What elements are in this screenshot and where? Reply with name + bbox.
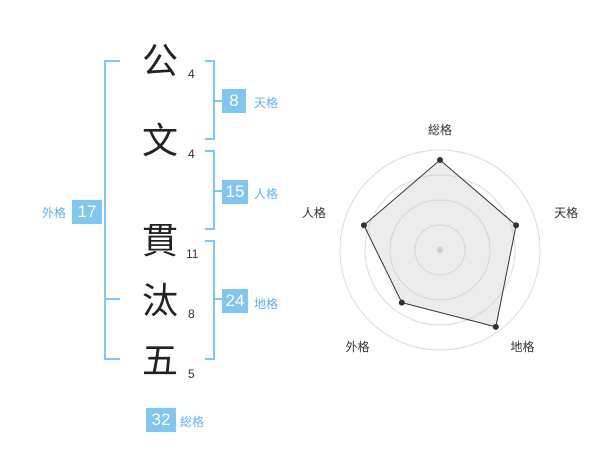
radar-axis-label-2: 天格 [554, 205, 578, 220]
chi-bracket-bottom [205, 358, 215, 360]
jin-bracket-link [213, 190, 223, 192]
stroke-count-4: 8 [188, 307, 195, 321]
radar-axis-label-1: 総格 [428, 122, 452, 137]
radar-area [363, 159, 517, 328]
chi-bracket-top [205, 240, 215, 242]
ten-label: 天格 [254, 96, 279, 110]
radar-point-4 [398, 299, 405, 306]
outer-bracket-bottom [104, 358, 120, 360]
radar-ring-3 [364, 174, 516, 326]
name-char-4: 汰 [141, 281, 178, 322]
stroke-count-1: 4 [188, 67, 195, 81]
outer-bracket-mid [104, 298, 120, 300]
gai-badge: 17 [72, 200, 102, 224]
radar-ring-2 [389, 199, 491, 301]
radar-center [437, 247, 443, 253]
stroke-count-2: 4 [188, 147, 195, 161]
name-char-5: 五 [141, 341, 178, 382]
jin-bracket-top [205, 150, 215, 152]
outer-bracket-top [104, 60, 120, 62]
outer-bracket-line [104, 60, 106, 360]
chi-badge: 24 [222, 289, 248, 313]
radar-axis-label-5: 人格 [302, 205, 326, 220]
name-char-1: 公 [141, 41, 178, 82]
ten-badge: 8 [222, 89, 246, 113]
radar-axis-label-3: 地格 [511, 339, 535, 354]
gai-label: 外格 [42, 206, 67, 220]
jin-label: 人格 [254, 187, 279, 201]
radar-axis-label-4: 外格 [345, 339, 369, 354]
radar-point-3 [492, 323, 499, 330]
radar-point-5 [360, 222, 367, 229]
jin-bracket-bottom [205, 228, 215, 230]
radar-point-2 [513, 222, 520, 229]
chi-bracket-link [213, 298, 223, 300]
stroke-count-3: 11 [186, 247, 199, 261]
name-char-3: 貫 [141, 221, 178, 262]
radar-point-1 [437, 157, 443, 163]
radar-ring-1 [414, 224, 466, 276]
ten-bracket-link [213, 100, 223, 102]
so-badge: 32 [146, 408, 176, 432]
ten-bracket-top [205, 60, 215, 62]
so-label: 総格 [180, 415, 205, 429]
ten-bracket-bottom [205, 138, 215, 140]
jin-badge: 15 [222, 180, 248, 204]
chi-label: 地格 [254, 297, 279, 311]
name-char-2: 文 [141, 121, 178, 162]
chi-bracket-line [213, 240, 215, 360]
stroke-count-5: 5 [188, 367, 195, 381]
